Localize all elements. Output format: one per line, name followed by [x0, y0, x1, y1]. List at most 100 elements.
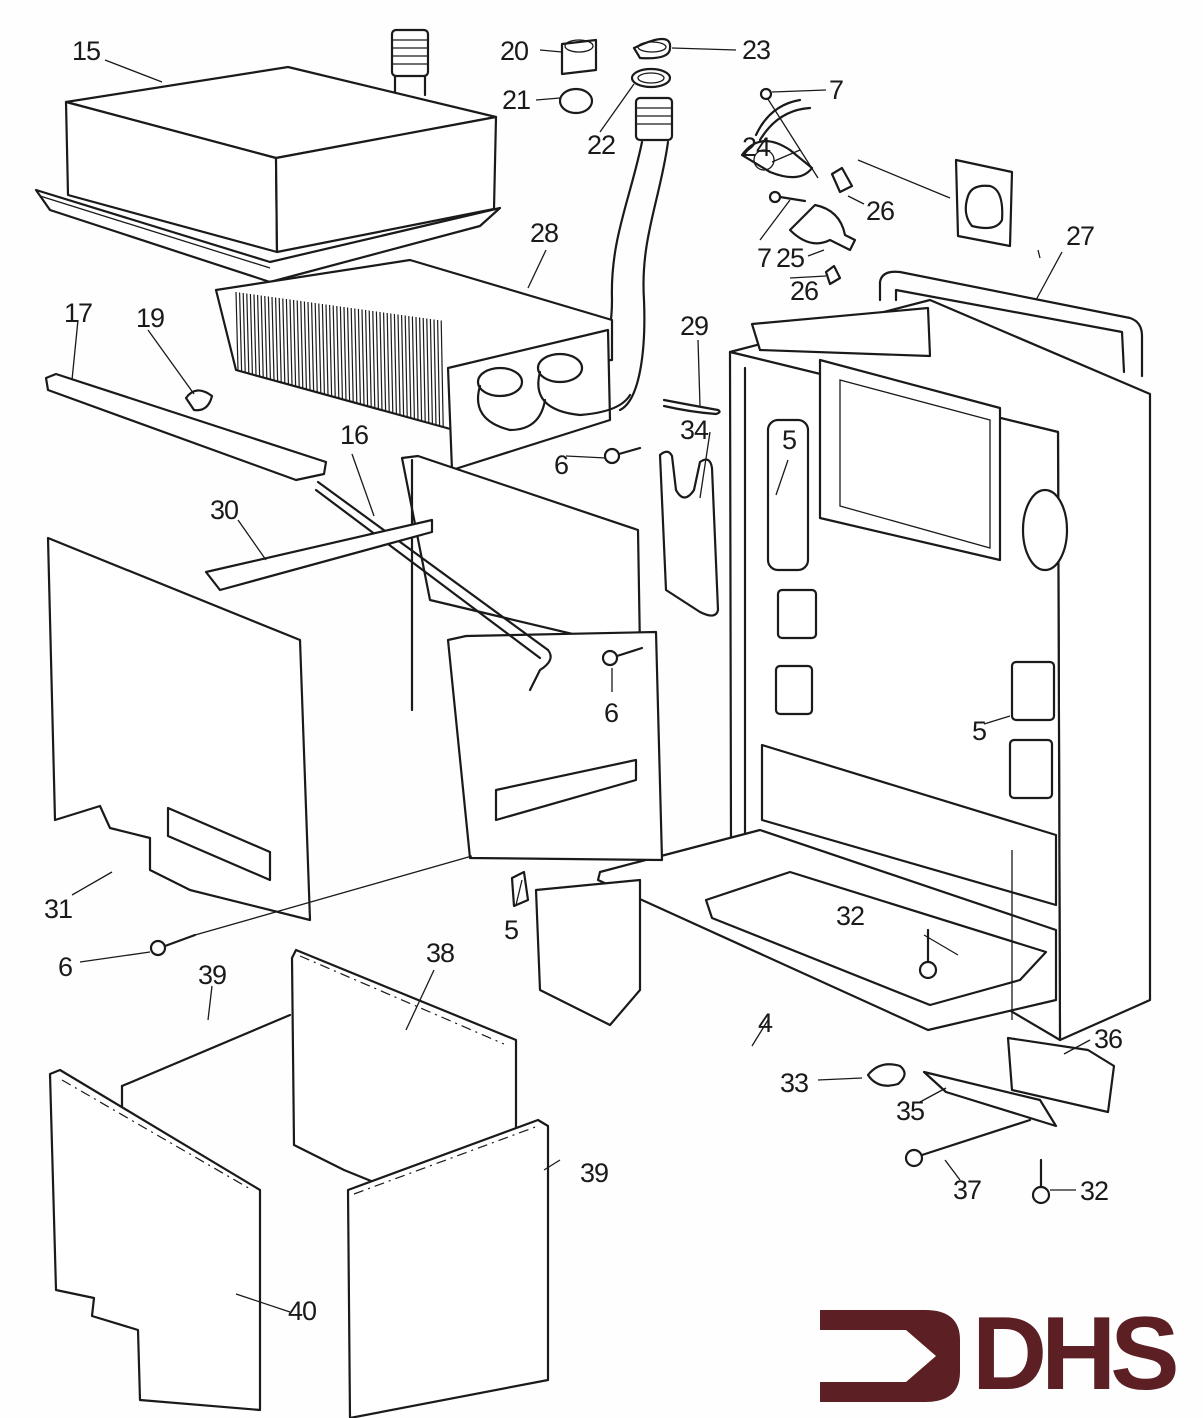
heat-exchanger-fin: [303, 301, 307, 390]
part-29-spring-clip: [662, 398, 721, 416]
arrow-logo-icon: [820, 1310, 960, 1402]
logo-text: DHS: [972, 1296, 1180, 1412]
heat-exchanger-fin: [422, 317, 426, 423]
gasket-sheet: [954, 158, 1014, 248]
heat-exchanger-fin: [339, 306, 343, 400]
heat-exchanger-fin: [393, 313, 397, 415]
heat-exchanger-fin: [415, 316, 419, 421]
callout-40: 40: [288, 1296, 317, 1326]
callout-25: 25: [776, 243, 805, 273]
heat-exchanger-fin: [242, 292, 246, 373]
callout-39-upper: 39: [198, 960, 227, 990]
heat-exchanger-fin: [372, 310, 376, 409]
callout-6-upper: 6: [554, 450, 569, 480]
heat-exchanger-fin: [350, 307, 354, 403]
part-20-nut: [560, 38, 598, 76]
heat-exchanger-fin: [347, 307, 351, 402]
heat-exchanger-fin: [275, 297, 279, 382]
callout-15: 15: [72, 36, 101, 66]
heat-exchanger-fin: [354, 308, 358, 404]
heat-exchanger-fin: [390, 313, 394, 414]
callout-22: 22: [587, 130, 616, 160]
heat-exchanger-fin: [361, 309, 365, 406]
heat-exchanger-fin: [411, 316, 415, 420]
heat-exchanger-fin: [296, 300, 300, 388]
callout-29: 29: [680, 311, 709, 341]
callout-16: 16: [340, 420, 369, 450]
heat-exchanger-fin: [257, 294, 261, 377]
heat-exchanger-fin: [429, 318, 433, 425]
callout-28: 28: [530, 218, 559, 248]
leader-lines: [71, 47, 1091, 1313]
callout-36: 36: [1094, 1024, 1123, 1054]
callout-35: 35: [896, 1096, 925, 1126]
heat-exchanger-fin: [311, 302, 315, 392]
heat-exchanger-fin: [249, 293, 253, 375]
part-27-wall-frame: [878, 270, 1144, 378]
heat-exchanger-fin: [440, 320, 444, 428]
callout-32-tray: 32: [836, 901, 865, 931]
middle-frame: [400, 454, 664, 862]
callout-21: 21: [502, 85, 531, 115]
heat-exchanger-fin: [253, 294, 257, 376]
callout-26-top: 26: [866, 196, 895, 226]
heat-exchanger-fin: [271, 296, 275, 381]
callout-6-middle: 6: [604, 698, 619, 728]
heat-exchanger-fin: [282, 298, 286, 384]
heat-exchanger-fin: [397, 314, 401, 416]
callout-31: 31: [44, 894, 73, 924]
heat-exchanger-fin: [368, 310, 372, 408]
heat-exchanger-fin: [318, 303, 322, 394]
callout-32-bottom: 32: [1080, 1176, 1109, 1206]
callout-17: 17: [64, 298, 93, 328]
callout-30: 30: [210, 495, 239, 525]
heat-exchanger-fin: [264, 295, 268, 379]
heat-exchanger-fin: [332, 305, 336, 398]
callout-7-top: 7: [829, 75, 844, 105]
heat-exchanger-fin: [307, 301, 311, 391]
heat-exchanger-fin: [293, 299, 297, 387]
heat-exchanger-fin: [278, 297, 282, 383]
heat-exchanger-fin: [343, 306, 347, 401]
part-25-clip-bracket: [788, 203, 857, 252]
heat-exchanger-fin: [239, 292, 243, 372]
callout-19: 19: [136, 303, 165, 333]
heat-exchanger-fin: [336, 305, 340, 399]
heat-exchanger-fin: [321, 303, 325, 395]
main-casing: [534, 298, 1152, 1042]
callout-27: 27: [1066, 221, 1095, 251]
part-31-side-panel: [46, 536, 312, 922]
pipe-stub: [390, 28, 430, 97]
heat-exchanger-fin: [375, 311, 379, 410]
part-21-olive: [558, 87, 594, 115]
callout-38: 38: [426, 938, 455, 968]
heat-exchanger-fin: [289, 299, 293, 386]
part-28-heat-exchanger: [214, 258, 632, 472]
callout-33: 33: [780, 1068, 809, 1098]
heat-exchanger-fin: [325, 304, 329, 396]
part-19-wing-nut: [184, 389, 214, 412]
flow-pipe: [558, 96, 674, 412]
callout-20: 20: [500, 36, 529, 66]
callout-5-lower: 5: [504, 915, 519, 945]
heat-exchanger-fin: [437, 319, 441, 427]
heat-exchanger-fin: [329, 304, 333, 397]
dhs-logo: DHS: [810, 1300, 1190, 1410]
heat-exchanger-fin: [386, 312, 390, 413]
callout-34: 34: [680, 415, 709, 445]
heat-exchanger-fin: [246, 293, 250, 374]
heat-exchanger-fin: [357, 308, 361, 405]
part-6-screws: [149, 446, 644, 957]
heat-exchanger-fin: [314, 302, 318, 393]
heat-exchanger-fin: [404, 315, 408, 418]
part-15-hood: [34, 65, 502, 284]
part-34-plate: [658, 450, 720, 617]
part-17-rail: [44, 372, 328, 482]
heat-exchanger-fin: [365, 309, 369, 407]
part-7-screw: [768, 190, 807, 204]
heat-exchanger-fin: [419, 317, 423, 422]
heat-exchanger-fin: [260, 295, 264, 378]
heat-exchanger-fin: [285, 298, 289, 385]
callout-5-panel: 5: [782, 425, 797, 455]
callout-6-lower: 6: [58, 952, 73, 982]
